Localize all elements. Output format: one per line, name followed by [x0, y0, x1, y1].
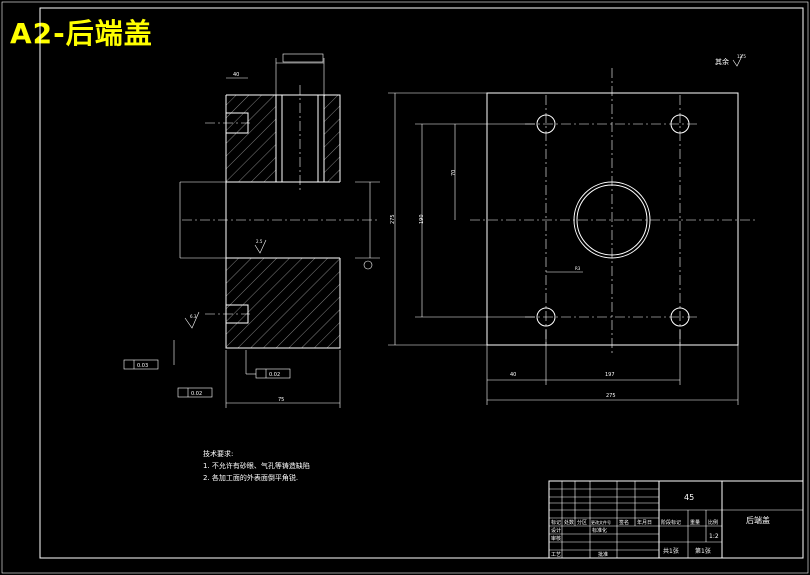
dim-front-height: 275: [390, 214, 396, 224]
roughness-small: 2.5: [256, 239, 263, 244]
tb-stage: 阶段标记: [661, 519, 681, 526]
tb-change-doc: 更改文件号: [591, 519, 611, 525]
bolt-hole-bl: [536, 307, 556, 327]
tb-date: 年月日: [637, 519, 652, 526]
section-hatch-upper-right: [324, 95, 340, 182]
dim-plan-total-width: 275: [606, 393, 616, 399]
tb-ratio: 比例: [708, 519, 718, 526]
tb-zone: 分区: [577, 519, 587, 526]
tb-quantity: 45: [684, 493, 694, 502]
section-hatch-lower: [226, 258, 340, 348]
bolt-hole-tl: [536, 114, 556, 134]
inner-frame: [39, 7, 804, 559]
tb-process: 工艺: [551, 552, 561, 558]
tech-item-2: 2. 各加工面的外表面倒平角锐.: [203, 473, 298, 482]
dim-label-small: 40: [233, 72, 239, 78]
section-hatch-upper-left: [226, 95, 276, 182]
tb-standard: 标准化: [592, 527, 607, 534]
tol-perp: 0.02: [191, 391, 202, 397]
dim-plan-inner-height: 190: [419, 214, 425, 224]
tech-item-1: 1. 不允许有砂眼、气孔等铸造缺陷: [203, 461, 310, 470]
tb-mark: 标记: [551, 519, 561, 526]
title-block: 标记 处数 分区 更改文件号 签名 年月日 设计 标准化 审核 工艺 批准 阶段…: [548, 480, 804, 559]
plan-view: 275 190 70 R3 40 197 275 其余 12.5: [388, 53, 755, 405]
tb-scale: 1:2: [709, 533, 719, 540]
bolt-hole-tr: [670, 114, 690, 134]
roughness-note: 其余: [715, 57, 729, 66]
center-bore: [573, 181, 651, 259]
roughness-note-value: 12.5: [737, 54, 746, 59]
tol-flat: 0.02: [269, 372, 280, 378]
dim-plan-small: R3: [575, 266, 581, 271]
tb-weight: 重量: [690, 519, 700, 526]
bolt-hole-br: [670, 307, 690, 327]
tech-requirements: 技术要求: 1. 不允许有砂眼、气孔等铸造缺陷 2. 各加工面的外表面倒平角锐.: [203, 449, 310, 482]
front-section-view: 40 75 2.5 6.3 0.03 0.02 0.02: [123, 53, 380, 408]
tb-part-name: 后端盖: [746, 515, 770, 525]
tb-sheet-no: 第1张: [695, 547, 711, 555]
roughness-left: 6.3: [190, 314, 197, 319]
dim-front-width: 75: [278, 397, 284, 403]
tb-approve: 批准: [598, 551, 608, 558]
tb-design: 设计: [551, 527, 561, 534]
dim-plan-vertical-pitch: 70: [451, 170, 457, 176]
dim-plan-b: 197: [605, 372, 615, 378]
tech-heading: 技术要求:: [203, 449, 233, 458]
tb-sheets-total: 共1张: [663, 547, 679, 555]
tb-review: 审核: [551, 535, 561, 542]
tb-sign: 签名: [619, 519, 629, 526]
tb-count: 处数: [564, 519, 574, 526]
drawing-title: A2-后端盖: [10, 17, 153, 50]
dim-plan-a: 40: [510, 372, 516, 378]
tol-parallel: 0.03: [137, 363, 148, 369]
